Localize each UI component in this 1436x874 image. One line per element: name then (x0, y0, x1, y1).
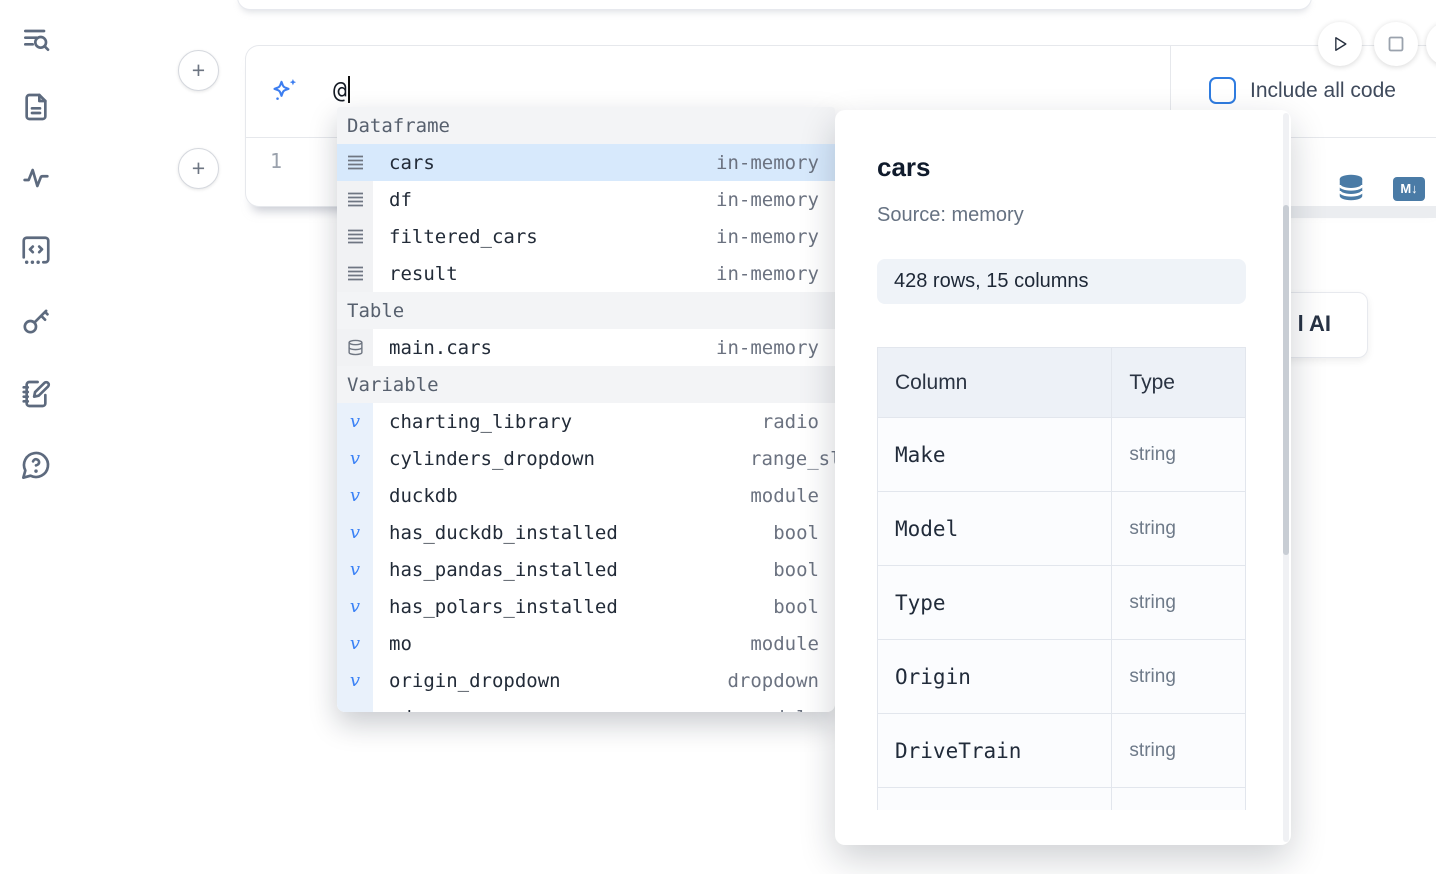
variable-icon: v (337, 699, 373, 712)
preview-title: cars (877, 152, 931, 182)
autocomplete-dropdown: Dataframe cars in-memory df in-memory fi… (337, 107, 835, 712)
column-header: Column (877, 347, 1113, 418)
ai-output-button-label: l AI (1297, 311, 1331, 336)
section-header-table: Table (337, 292, 835, 329)
variable-icon: v (337, 551, 373, 588)
left-sidebar (0, 0, 72, 874)
autocomplete-item-result[interactable]: result in-memory (337, 255, 835, 292)
key-icon[interactable] (19, 304, 53, 338)
variable-icon: v (337, 403, 373, 440)
preview-scrollbar-thumb[interactable] (1283, 205, 1289, 555)
clipped-action-button[interactable] (1426, 22, 1436, 66)
dataframe-icon (337, 255, 373, 292)
autocomplete-item-has-pandas-installed[interactable]: v has_pandas_installed bool (337, 551, 835, 588)
table-row: Type string (877, 565, 1246, 640)
preview-source: Source: memory (877, 204, 1024, 226)
variable-icon: v (337, 440, 373, 477)
markdown-icon[interactable]: M↓ (1393, 177, 1425, 201)
output-scroll-track[interactable] (1291, 206, 1436, 218)
table-row: Make string (877, 417, 1246, 492)
ai-prompt-options: Include all code (1170, 46, 1436, 138)
autocomplete-item-df[interactable]: df in-memory (337, 181, 835, 218)
activity-icon[interactable] (19, 161, 53, 195)
autocomplete-item-filtered-cars[interactable]: filtered_cars in-memory (337, 218, 835, 255)
table-row: Model string (877, 491, 1246, 566)
variable-icon: v (337, 514, 373, 551)
include-all-code-checkbox[interactable] (1209, 77, 1236, 104)
section-header-dataframe: Dataframe (337, 107, 835, 144)
variable-icon: v (337, 625, 373, 662)
stop-cell-button[interactable] (1374, 22, 1418, 66)
section-header-variable: Variable (337, 366, 835, 403)
text-cursor (347, 76, 350, 103)
dataframe-icon (337, 144, 373, 181)
sparkles-ai-icon (271, 76, 299, 109)
preview-schema-table: Column Type Make string Model string Typ… (877, 347, 1248, 810)
table-row: DriveTrain string (877, 713, 1246, 788)
variable-icon: v (337, 477, 373, 514)
dataframe-preview-panel: cars Source: memory 428 rows, 15 columns… (835, 110, 1291, 845)
previous-cell-bottom-edge (237, 0, 1312, 10)
editor-line-number: 1 (270, 149, 283, 173)
autocomplete-item-mo[interactable]: v mo module (337, 625, 835, 662)
autocomplete-item-charting-library[interactable]: v charting_library radio (337, 403, 835, 440)
autocomplete-item-main-cars[interactable]: main.cars in-memory (337, 329, 835, 366)
autocomplete-item-cars[interactable]: cars in-memory (337, 144, 835, 181)
database-icon[interactable] (1336, 171, 1366, 209)
table-row-partial (877, 787, 1246, 810)
autocomplete-item-cylinders-dropdown[interactable]: v cylinders_dropdown range_sli (337, 440, 835, 477)
autocomplete-item-duckdb[interactable]: v duckdb module (337, 477, 835, 514)
preview-shape-badge: 428 rows, 15 columns (877, 259, 1246, 304)
notebook-pen-icon[interactable] (19, 377, 53, 411)
autocomplete-item-pd[interactable]: v pd module (337, 699, 835, 712)
include-all-code-label: Include all code (1250, 79, 1396, 102)
variable-icon: v (337, 662, 373, 699)
scratchpad-code-icon[interactable] (19, 233, 53, 267)
ai-prompt-input[interactable]: @ (333, 76, 350, 104)
autocomplete-item-has-duckdb-installed[interactable]: v has_duckdb_installed bool (337, 514, 835, 551)
help-chat-icon[interactable] (19, 448, 53, 482)
dataframe-icon (337, 218, 373, 255)
document-icon[interactable] (19, 90, 53, 124)
type-header: Type (1111, 347, 1246, 418)
variable-icon: v (337, 588, 373, 625)
file-explorer-search-icon[interactable] (19, 22, 53, 56)
add-cell-below-button[interactable]: + (178, 148, 219, 189)
table-row: Origin string (877, 639, 1246, 714)
database-icon (337, 329, 373, 366)
dataframe-icon (337, 181, 373, 218)
autocomplete-item-origin-dropdown[interactable]: v origin_dropdown dropdown (337, 662, 835, 699)
add-cell-above-button[interactable]: + (178, 50, 219, 91)
autocomplete-item-has-polars-installed[interactable]: v has_polars_installed bool (337, 588, 835, 625)
run-cell-button[interactable] (1318, 22, 1362, 66)
